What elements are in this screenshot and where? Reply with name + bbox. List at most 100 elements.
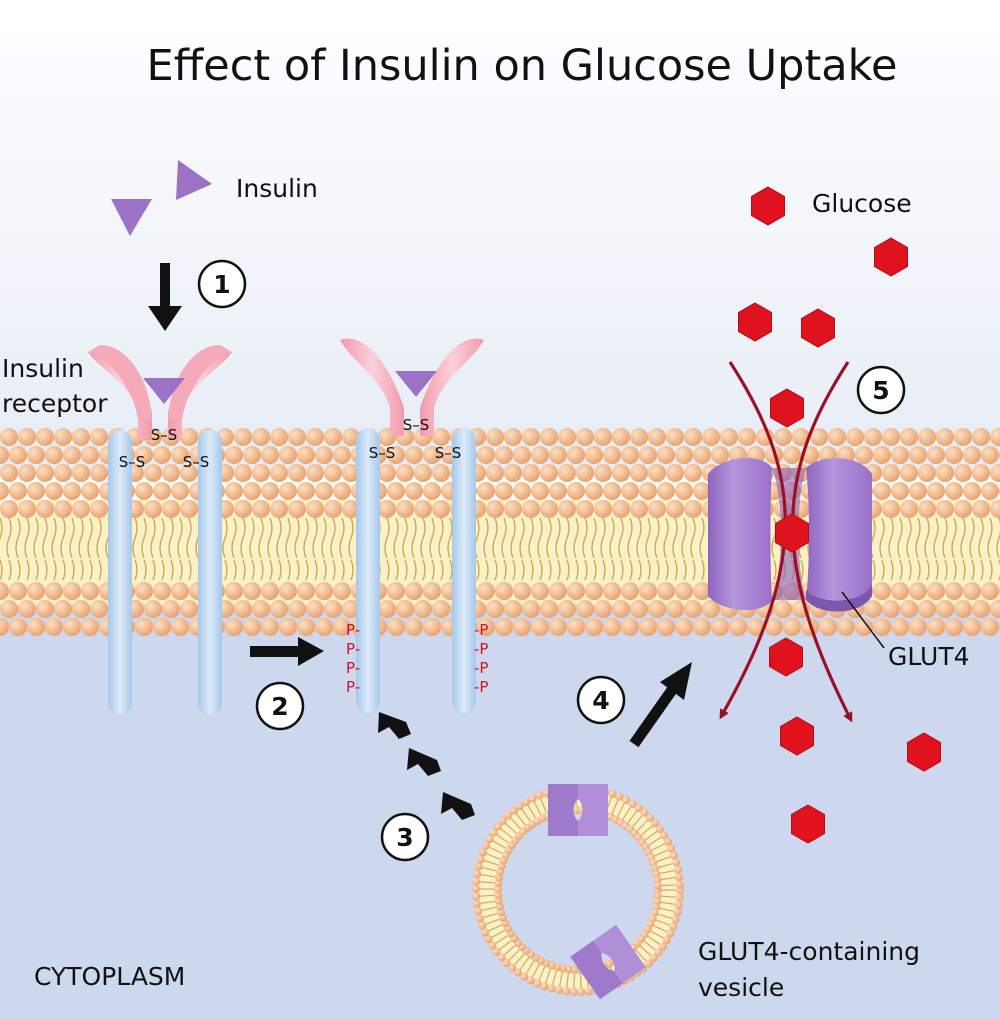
lipid-tail: [906, 517, 912, 559]
lipid-head: [729, 618, 747, 636]
lipid-tail: [384, 517, 390, 559]
lipid-head: [432, 500, 450, 518]
lipid-head: [252, 500, 270, 518]
vesicle-lipid-tail: [545, 969, 551, 983]
vesicle-lipid-tail: [491, 929, 505, 938]
lipid-head: [522, 500, 540, 518]
disulfide-bond-label: S–S: [151, 426, 178, 444]
lipid-tail: [926, 559, 930, 581]
lipid-head: [9, 618, 27, 636]
lipid-tail: [584, 559, 588, 581]
lipid-head: [945, 582, 963, 600]
lipid-head: [180, 500, 198, 518]
vesicle-lipid-tail: [552, 970, 557, 985]
vesicle-lipid-head: [569, 987, 578, 996]
lipid-head: [414, 600, 432, 618]
lipid-tail: [305, 559, 309, 581]
vesicle-lipid-head: [509, 806, 518, 815]
lipid-tail: [683, 559, 687, 581]
lipid-head: [936, 428, 954, 446]
lipid-tail: [269, 559, 273, 581]
lipid-head: [63, 482, 81, 500]
lipid-head: [603, 482, 621, 500]
lipid-tail: [942, 517, 948, 559]
lipid-head: [81, 482, 99, 500]
lipid-head: [135, 618, 153, 636]
lipid-head: [981, 482, 999, 500]
vesicle-lipid-tail: [573, 973, 576, 988]
lipid-head: [72, 428, 90, 446]
lipid-head: [891, 446, 909, 464]
glucose-hexagon-icon: [769, 637, 803, 677]
lipid-tail: [501, 517, 507, 559]
lipid-head: [900, 500, 918, 518]
lipid-head: [405, 582, 423, 600]
lipid-head: [333, 582, 351, 600]
lipid-head: [486, 428, 504, 446]
vesicle-glut4-top-icon: [548, 784, 608, 836]
lipid-head: [882, 600, 900, 618]
lipid-tail: [287, 559, 291, 581]
vesicle-lipid-head: [649, 954, 658, 963]
lipid-head: [621, 446, 639, 464]
vesicle-lipid-head: [634, 804, 643, 813]
insulin-receptor-label-line2: receptor: [2, 389, 108, 418]
vesicle-lipid-head: [474, 862, 483, 871]
vesicle-lipid-head: [674, 900, 683, 909]
lipid-head: [135, 482, 153, 500]
lipid-head: [927, 482, 945, 500]
vesicle-lipid-tail: [654, 849, 668, 857]
insulin-molecule-icon: [176, 160, 212, 200]
vesicle-lipid-head: [494, 896, 503, 905]
lipid-tail: [663, 517, 669, 559]
vesicle-lipid-tail: [483, 912, 498, 918]
lipid-tail: [294, 517, 300, 559]
lipid-head: [387, 446, 405, 464]
lipid-tail: [699, 517, 705, 559]
vesicle-lipid-head: [672, 858, 681, 867]
vesicle-lipid-tail: [515, 813, 526, 826]
vesicle-lipid-tail: [637, 820, 648, 831]
lipid-tail: [681, 517, 687, 559]
vesicle-lipid-head: [651, 819, 660, 828]
lipid-head: [432, 464, 450, 482]
vesicle-lipid-head: [572, 806, 581, 815]
lipid-head: [576, 428, 594, 446]
lipid-tail: [258, 517, 264, 559]
lipid-head: [630, 428, 648, 446]
lipid-tail: [483, 517, 489, 559]
lipid-head: [378, 464, 396, 482]
step-arrow-icon: [148, 263, 182, 331]
lipid-head: [945, 446, 963, 464]
lipid-head: [342, 428, 360, 446]
vesicle-lipid-head: [608, 790, 617, 799]
step-arrow-icon: [378, 712, 475, 820]
vesicle-lipid-tail: [627, 810, 637, 823]
glut4-label: GLUT4: [888, 642, 970, 671]
lipid-head: [981, 446, 999, 464]
lipid-head: [513, 482, 531, 500]
step-2: 2: [255, 681, 305, 731]
lipid-tail: [512, 559, 516, 581]
step-3: 3: [380, 812, 430, 862]
lipid-head: [477, 618, 495, 636]
vesicle-lipid-tail: [527, 805, 536, 818]
lipid-head: [279, 482, 297, 500]
lipid-head: [18, 464, 36, 482]
lipid-head: [162, 500, 180, 518]
vesicle-lipid-head: [484, 935, 493, 944]
lipid-tail: [528, 517, 534, 559]
lipid-tail: [654, 517, 660, 559]
lipid-head: [279, 582, 297, 600]
lipid-tail: [530, 559, 534, 581]
lipid-head: [531, 582, 549, 600]
lipid-tail: [656, 559, 660, 581]
vesicle-lipid-tail: [505, 823, 517, 834]
lipid-head: [270, 600, 288, 618]
lipid-head: [378, 600, 396, 618]
vesicle-lipid-tail: [622, 806, 631, 820]
svg-text:1: 1: [213, 270, 230, 299]
lipid-tail: [224, 559, 228, 581]
vesicle-lipid-head: [654, 948, 663, 957]
vesicle-lipid-head: [476, 914, 485, 923]
